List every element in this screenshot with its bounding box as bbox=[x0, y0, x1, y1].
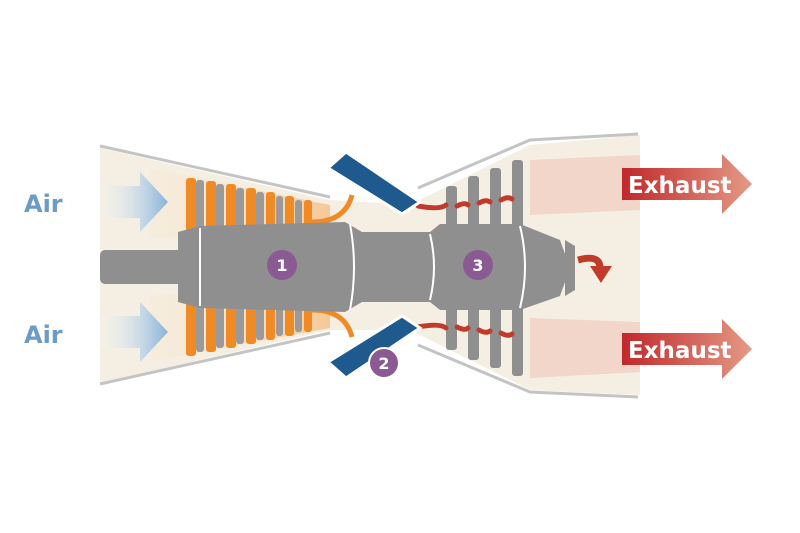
exhaust-label-bottom: Exhaust bbox=[628, 338, 732, 364]
marker-3-label: 3 bbox=[472, 256, 483, 275]
exhaust-arrow-bottom bbox=[622, 319, 752, 379]
fuel-injector-bottom bbox=[325, 314, 423, 380]
marker-1: 1 bbox=[267, 250, 297, 280]
hot-gas-flow bbox=[415, 195, 515, 338]
air-label-bottom: Air bbox=[24, 321, 63, 349]
rotation-arrow-icon bbox=[577, 254, 612, 283]
fuel-injector-top bbox=[325, 150, 423, 216]
air-arrow-top bbox=[90, 172, 168, 232]
marker-3: 3 bbox=[463, 250, 493, 280]
marker-1-label: 1 bbox=[276, 256, 287, 275]
air-arrow-bottom bbox=[90, 302, 168, 362]
air-label-top: Air bbox=[24, 190, 63, 218]
exhaust-flow bbox=[530, 155, 640, 378]
engine-core bbox=[100, 222, 575, 312]
exhaust-arrow-top bbox=[622, 154, 752, 214]
marker-2: 2 bbox=[368, 347, 400, 379]
marker-2-label: 2 bbox=[378, 354, 389, 373]
exhaust-label-top: Exhaust bbox=[628, 173, 732, 199]
